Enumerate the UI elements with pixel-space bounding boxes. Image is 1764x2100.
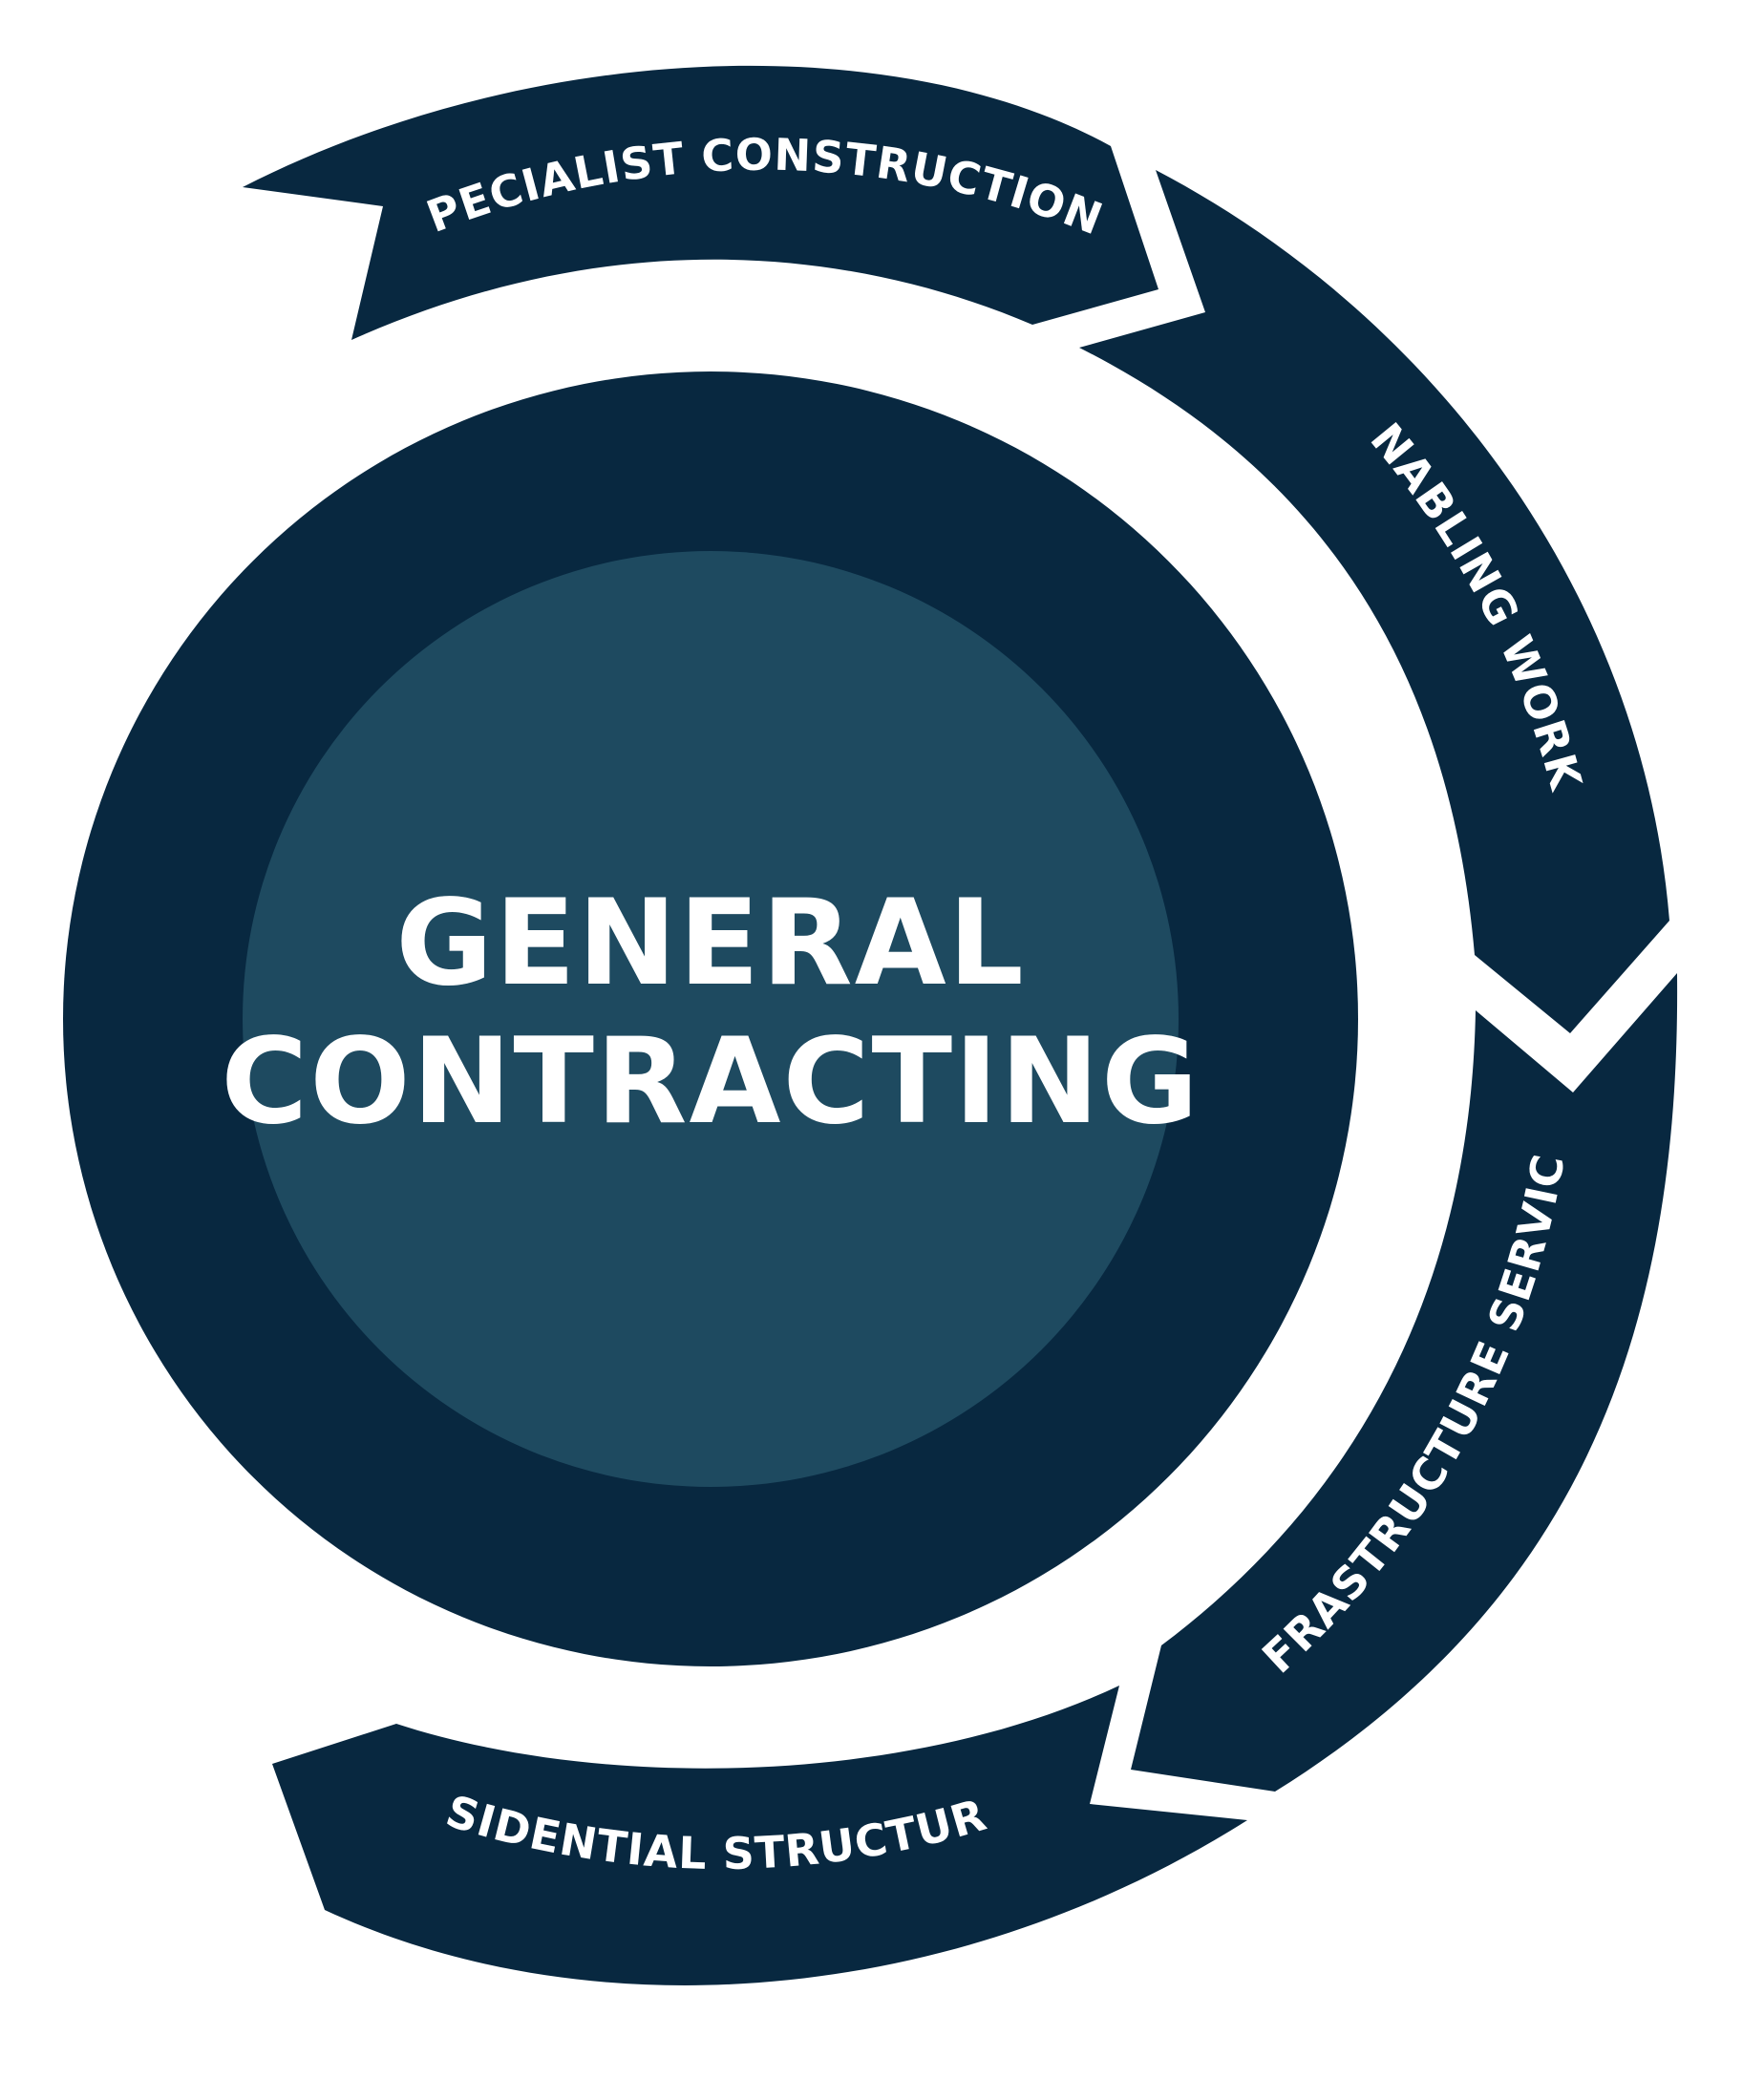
inner-core-circle[interactable] bbox=[243, 551, 1179, 1487]
center-title-line1: GENERAL bbox=[395, 875, 1025, 1012]
segment-arrow-specialist-construction[interactable] bbox=[243, 65, 1158, 341]
segment-arrow-enabling-works[interactable] bbox=[1079, 170, 1669, 1033]
segment-arrow-infrastructure-services[interactable] bbox=[1131, 973, 1678, 1792]
segment-arrow-residential-structures[interactable] bbox=[272, 1686, 1247, 1985]
center-title-line2: CONTRACTING bbox=[221, 1013, 1201, 1151]
